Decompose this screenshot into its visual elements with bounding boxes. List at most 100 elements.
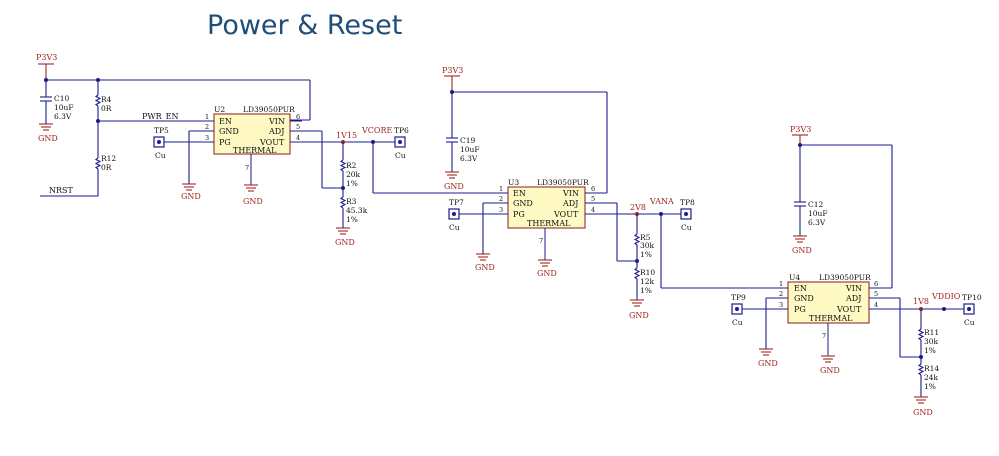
u3-pin-pg: PG — [513, 210, 525, 219]
u4-pin-vin: VIN — [845, 284, 862, 293]
r10-ref: R10 — [640, 268, 655, 277]
tp6-value: Cu — [395, 151, 406, 160]
net-vddio: VDDIO — [931, 292, 961, 301]
u3-num-5: 5 — [591, 195, 595, 203]
u3-pin-en: EN — [513, 189, 526, 198]
net-1v8: 1V8 — [913, 297, 929, 306]
tp6-ref: TP6 — [394, 126, 409, 135]
r14-ref: R14 — [924, 364, 939, 373]
u4-pin-gnd: GND — [794, 294, 814, 303]
u3-pin-gnd: GND — [513, 199, 533, 208]
gnd-r3: GND — [335, 238, 355, 247]
gnd-u4-thermal: GND — [820, 366, 840, 375]
r14-tol: 1% — [924, 382, 936, 391]
c19-value: 10uF — [460, 145, 480, 154]
u3-num-7: 7 — [539, 237, 543, 245]
r11-tol: 1% — [924, 346, 936, 355]
power-label-p3v3-c: P3V3 — [790, 125, 811, 134]
c12-voltage: 6.3V — [808, 218, 826, 227]
gnd-r10: GND — [629, 311, 649, 320]
gnd-u4-pin2: GND — [758, 359, 778, 368]
r2-value: 20k — [346, 170, 361, 179]
u4-num-3: 3 — [779, 301, 783, 309]
c10-voltage: 6.3V — [54, 112, 72, 121]
u4-ref: U4 — [789, 273, 800, 282]
u4-num-2: 2 — [779, 290, 783, 298]
r4-ref: R4 — [101, 95, 112, 104]
c19-ref: C19 — [460, 136, 476, 145]
tp8-value: Cu — [681, 223, 692, 232]
u3-pin-adj: ADJ — [562, 199, 578, 208]
u2-num-7: 7 — [245, 164, 249, 172]
u2-num-4: 4 — [296, 134, 300, 142]
u2-ref: U2 — [214, 105, 225, 114]
u4-value: LD39050PUR — [819, 273, 871, 282]
u4-num-6: 6 — [874, 280, 878, 288]
r2-tol: 1% — [346, 179, 358, 188]
r3-value: 45.3k — [346, 206, 368, 215]
tp10-value: Cu — [964, 318, 975, 327]
u3-num-4: 4 — [591, 206, 595, 214]
r5-value: 30k — [640, 241, 655, 250]
u4-num-4: 4 — [874, 301, 878, 309]
u3-num-6: 6 — [591, 185, 595, 193]
page-title: Power & Reset — [207, 10, 402, 41]
r3-tol: 1% — [346, 215, 358, 224]
net-vcore: VCORE — [361, 126, 392, 135]
u4-pin-en: EN — [794, 284, 807, 293]
u3-thermal: THERMAL — [527, 219, 571, 228]
tp9-value: Cu — [732, 318, 743, 327]
u2-pin-en: EN — [219, 117, 232, 126]
r14-value: 24k — [924, 373, 939, 382]
u3-num-3: 3 — [499, 206, 503, 214]
u4-pin-vout: VOUT — [836, 305, 862, 314]
u4-num-1: 1 — [779, 280, 783, 288]
u3-num-2: 2 — [499, 195, 503, 203]
net-vana: VANA — [649, 197, 674, 206]
net-nrst: NRST — [49, 186, 74, 195]
r4-value: 0R — [101, 104, 112, 113]
u4-thermal: THERMAL — [809, 314, 853, 323]
r11-ref: R11 — [924, 328, 939, 337]
net-2v8: 2V8 — [630, 203, 646, 212]
power-label-p3v3-b: P3V3 — [442, 66, 463, 75]
tp9-ref: TP9 — [731, 293, 746, 302]
tp7-ref: TP7 — [449, 198, 464, 207]
c10-value: 10uF — [54, 103, 74, 112]
r10-tol: 1% — [640, 286, 652, 295]
u2-num-6: 6 — [296, 113, 300, 121]
u3-value: LD39050PUR — [537, 178, 589, 187]
gnd-u3-pin2: GND — [475, 263, 495, 272]
u3-num-1: 1 — [499, 185, 503, 193]
u4-pin-adj: ADJ — [845, 294, 861, 303]
u4-pin-pg: PG — [794, 305, 806, 314]
power-label-p3v3: P3V3 — [36, 53, 57, 62]
r12-ref: R12 — [101, 154, 116, 163]
u3-pin-vout: VOUT — [553, 210, 579, 219]
gnd-u2-pin2: GND — [181, 192, 201, 201]
u3-ref: U3 — [508, 178, 519, 187]
u2-pin-vin: VIN — [268, 117, 285, 126]
c19-voltage: 6.3V — [460, 154, 478, 163]
c12-ref: C12 — [808, 200, 824, 209]
u3-pin-vin: VIN — [562, 189, 579, 198]
section-u2: P3V3 C10 10uF 6.3V GND R4 0R PWR_EN R12 … — [36, 53, 504, 247]
tp5-ref: TP5 — [154, 126, 169, 135]
gnd-c12: GND — [792, 246, 812, 255]
gnd-c10: GND — [38, 134, 58, 143]
tp5-value: Cu — [155, 151, 166, 160]
section-u3: P3V3 C19 10uF 6.3V GND TP7 Cu GND — [442, 66, 784, 320]
u2-num-2: 2 — [205, 123, 209, 131]
u4-num-7: 7 — [822, 332, 826, 340]
gnd-u3-thermal: GND — [537, 269, 557, 278]
c12-value: 10uF — [808, 209, 828, 218]
r2-ref: R2 — [346, 161, 357, 170]
tp8-ref: TP8 — [680, 198, 695, 207]
u2-num-3: 3 — [205, 134, 209, 142]
tp7-value: Cu — [449, 223, 460, 232]
u2-num-1: 1 — [205, 113, 209, 121]
u2-pin-vout: VOUT — [259, 138, 285, 147]
u2-pin-gnd: GND — [219, 127, 239, 136]
r12-value: 0R — [101, 163, 112, 172]
